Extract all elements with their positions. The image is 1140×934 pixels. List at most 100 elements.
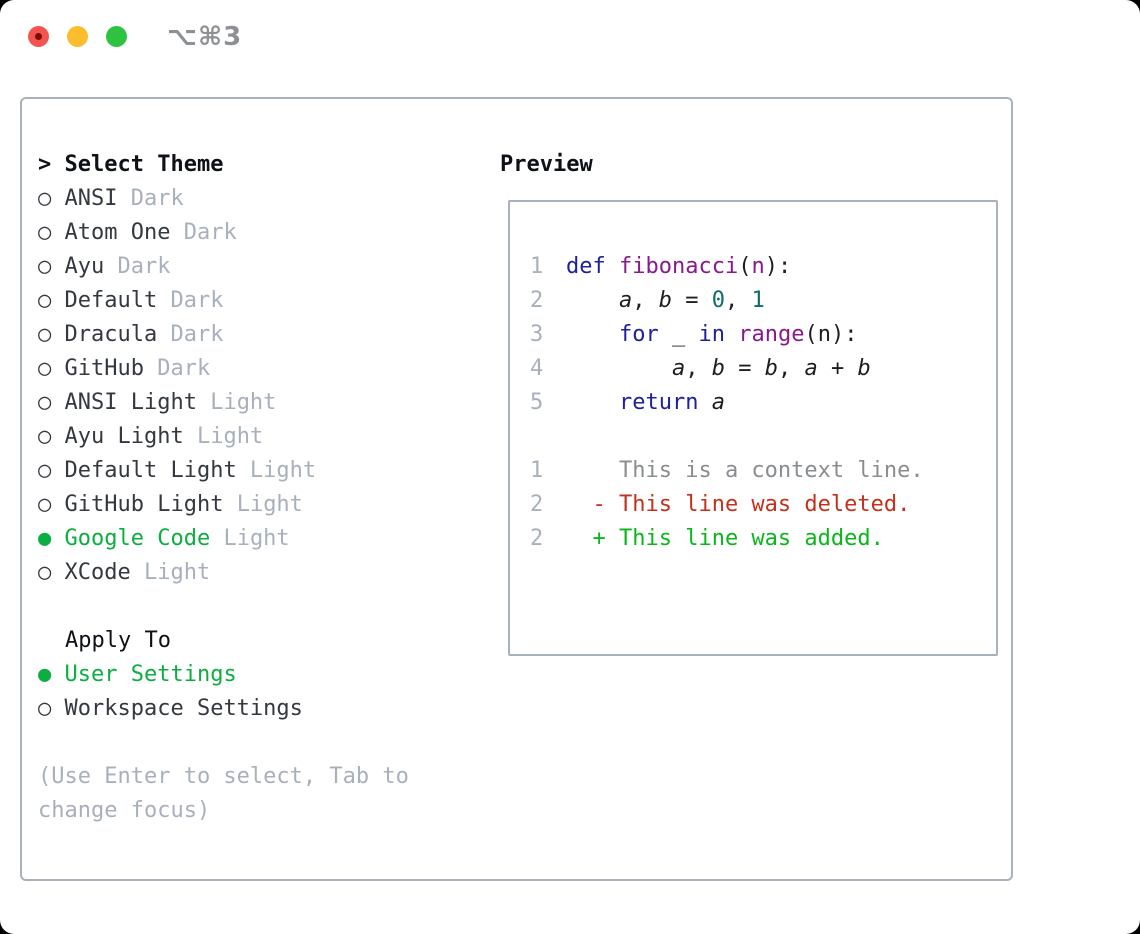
code-segment: ,: [632, 288, 659, 313]
line-number: 5: [530, 390, 544, 415]
code-segment: _: [658, 322, 699, 347]
code-segment: [566, 390, 619, 415]
code-segment: 0: [711, 288, 725, 313]
spacer: [38, 726, 409, 760]
code-segment: def: [566, 254, 606, 279]
theme-name: Default Light: [64, 458, 237, 483]
code-segment: [606, 254, 619, 279]
code-segment: a: [711, 390, 725, 415]
theme-option-github-light[interactable]: ○ GitHub Light Light: [38, 488, 409, 522]
theme-name: Default: [64, 288, 158, 313]
code-segment: b: [857, 356, 871, 381]
radio-icon: ○: [38, 560, 65, 585]
diff-preview: 1 This is a context line. 2 - This line w…: [530, 454, 996, 556]
line-number: 2: [530, 526, 544, 551]
theme-option-ayu-light[interactable]: ○ Ayu Light Light: [38, 420, 409, 454]
code-line: 2 a, b = 0, 1: [530, 284, 996, 318]
code-segment: (n):: [804, 322, 858, 347]
theme-list: ○ ANSI Dark○ Atom One Dark○ Ayu Dark○ De…: [38, 182, 409, 590]
code-segment: fibonacci: [619, 254, 739, 279]
code-segment: a: [671, 356, 686, 381]
theme-variant-tag: Dark: [117, 186, 184, 211]
theme-option-atom-one[interactable]: ○ Atom One Dark: [38, 216, 409, 250]
radio-icon: ○: [38, 458, 65, 483]
radio-icon: ○: [38, 186, 65, 211]
code-segment: [725, 322, 738, 347]
diff-line-add: 2 + This line was added.: [530, 522, 996, 556]
code-line: 3 for _ in range(n):: [530, 318, 996, 352]
line-number: 1: [530, 458, 544, 483]
code-segment: [566, 356, 672, 381]
window-title: ⌥⌘3: [167, 22, 243, 52]
code-line: 4 a, b = b, a + b: [530, 352, 996, 386]
code-segment: [566, 288, 619, 313]
spacer: [530, 420, 996, 454]
diff-text: This is a context line.: [566, 458, 924, 483]
theme-option-xcode[interactable]: ○ XCode Light: [38, 556, 409, 590]
apply-option-label: Workspace Settings: [64, 696, 303, 721]
theme-option-default-light[interactable]: ○ Default Light Light: [38, 454, 409, 488]
theme-variant-tag: Dark: [157, 288, 224, 313]
theme-option-default[interactable]: ○ Default Dark: [38, 284, 409, 318]
line-number: 2: [530, 492, 544, 517]
code-segment: a: [618, 288, 633, 313]
help-text-line1: (Use Enter to select, Tab to: [38, 764, 409, 789]
code-segment: =: [724, 356, 765, 381]
help-text-line2: change focus): [38, 798, 211, 823]
radio-selected-icon: ●: [38, 526, 65, 551]
code-segment: b: [658, 288, 672, 313]
apply-option-user-settings[interactable]: ● User Settings: [38, 658, 409, 692]
diff-text: + This line was added.: [566, 526, 884, 551]
theme-name: GitHub: [64, 356, 144, 381]
theme-name: GitHub Light: [64, 492, 224, 517]
theme-name: Dracula: [64, 322, 158, 347]
theme-variant-tag: Light: [130, 560, 211, 585]
radio-selected-icon: ●: [38, 662, 65, 687]
radio-icon: ○: [38, 254, 65, 279]
theme-name: Atom One: [64, 220, 171, 245]
minimize-button[interactable]: [67, 26, 88, 47]
diff-text: - This line was deleted.: [566, 492, 911, 517]
close-button[interactable]: [28, 26, 49, 47]
code-segment: b: [711, 356, 725, 381]
theme-option-github[interactable]: ○ GitHub Dark: [38, 352, 409, 386]
theme-name: Ayu: [64, 254, 105, 279]
theme-option-google-code[interactable]: ● Google Code Light: [38, 522, 409, 556]
theme-variant-tag: Dark: [157, 322, 224, 347]
radio-icon: ○: [38, 356, 65, 381]
radio-icon: ○: [38, 424, 65, 449]
radio-icon: ○: [38, 220, 65, 245]
theme-variant-tag: Light: [196, 390, 277, 415]
theme-variant-tag: Light: [210, 526, 290, 551]
theme-option-ansi[interactable]: ○ ANSI Dark: [38, 182, 409, 216]
code-segment: (: [738, 254, 752, 279]
theme-variant-tag: Light: [183, 424, 264, 449]
code-segment: ,: [685, 356, 712, 381]
theme-variant-tag: Dark: [104, 254, 171, 279]
apply-to-list: ● User Settings○ Workspace Settings: [38, 658, 409, 726]
apply-option-workspace-settings[interactable]: ○ Workspace Settings: [38, 692, 409, 726]
theme-option-ayu[interactable]: ○ Ayu Dark: [38, 250, 409, 284]
theme-picker-left-column: > Select Theme ○ ANSI Dark○ Atom One Dar…: [38, 148, 409, 828]
radio-icon: ○: [38, 390, 65, 415]
theme-variant-tag: Dark: [170, 220, 237, 245]
theme-option-ansi-light[interactable]: ○ ANSI Light Light: [38, 386, 409, 420]
line-number: 1: [530, 254, 544, 279]
focus-caret-icon: >: [38, 152, 65, 177]
code-segment: in: [698, 322, 725, 347]
select-theme-header: > Select Theme: [38, 148, 409, 182]
select-theme-label: Select Theme: [64, 152, 224, 177]
radio-icon: ○: [38, 322, 65, 347]
theme-variant-tag: Dark: [143, 356, 211, 381]
theme-name: XCode: [64, 560, 131, 585]
code-segment: b: [764, 356, 778, 381]
code-segment: ,: [724, 288, 752, 313]
zoom-button[interactable]: [106, 26, 127, 47]
theme-option-dracula[interactable]: ○ Dracula Dark: [38, 318, 409, 352]
code-segment: ):: [764, 254, 792, 279]
code-segment: n: [751, 254, 765, 279]
code-segment: a: [804, 356, 818, 381]
